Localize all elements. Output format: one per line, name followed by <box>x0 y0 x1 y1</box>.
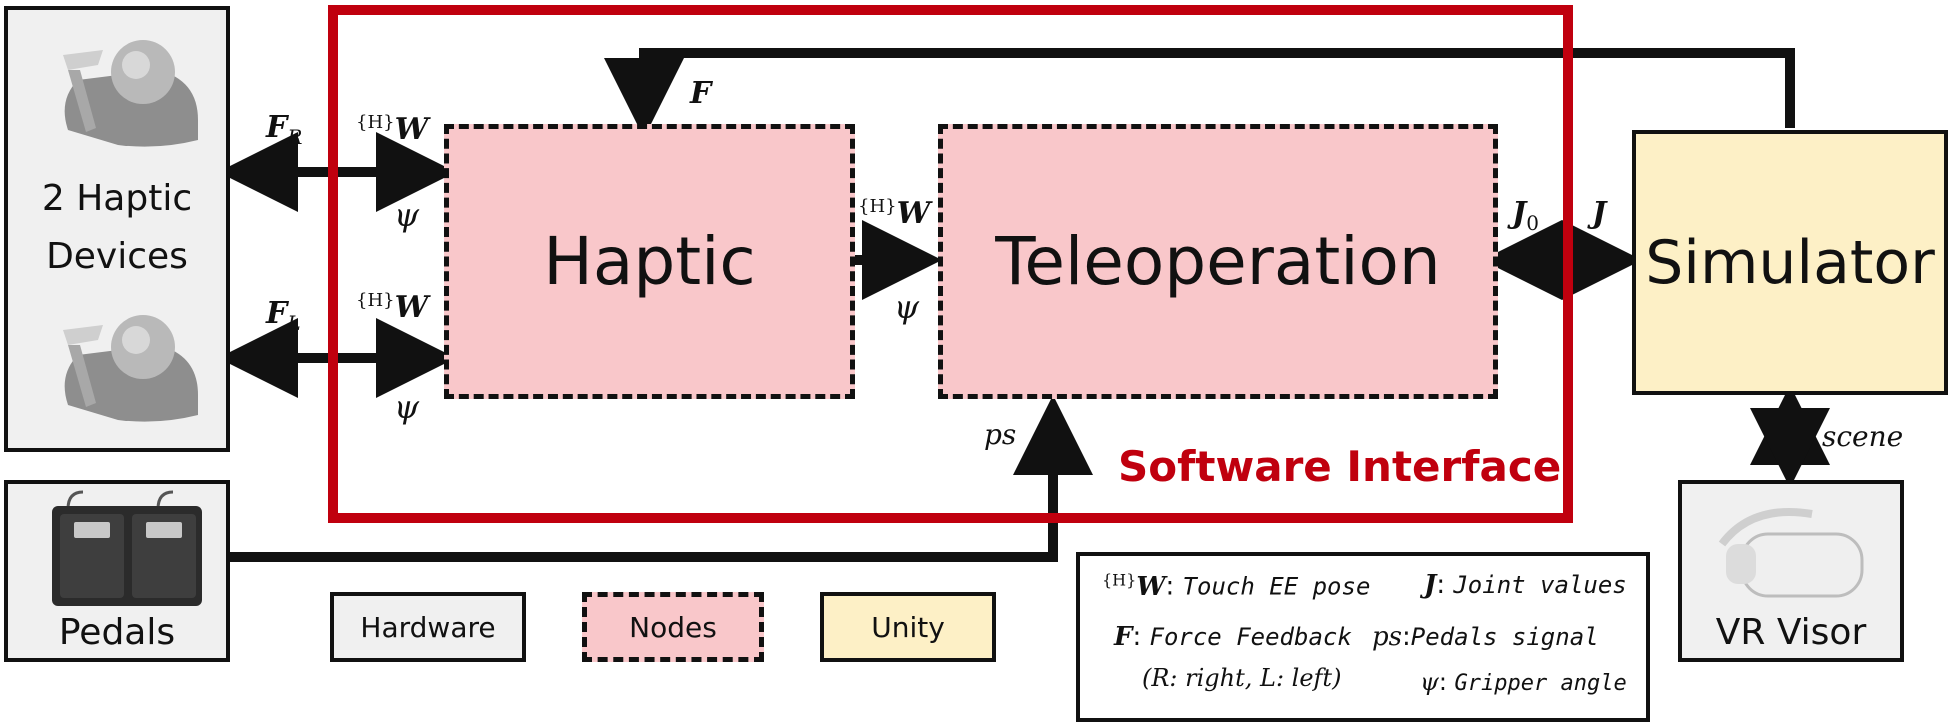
signal-w-right: {H}W <box>356 112 429 147</box>
vr-visor-label: VR Visor <box>1715 612 1867 653</box>
simulator-node-label: Simulator <box>1645 227 1935 298</box>
signal-w-haptic-teleop: {H}W <box>858 196 931 231</box>
legend-w: {H}W: Touch EE pose <box>1102 570 1371 602</box>
pedals-label: Pedals <box>58 612 176 653</box>
key-unity-label: Unity <box>871 610 945 644</box>
legend-psi: ψ: Gripper angle <box>1420 668 1627 696</box>
software-interface-frame <box>328 5 1573 523</box>
signal-f-right: FR <box>266 110 303 149</box>
vr-visor-box[interactable]: VR Visor <box>1678 480 1904 662</box>
legend-f: F: Force Feedback <box>1114 622 1352 652</box>
pedals-box[interactable]: Pedals <box>4 480 230 662</box>
signal-psi-left: ψ <box>394 388 420 426</box>
legend-box: {H}W: Touch EE pose F: Force Feedback (R… <box>1076 552 1650 722</box>
legend-j: J: Joint values <box>1424 570 1627 600</box>
signal-ps: ps <box>984 418 1017 451</box>
haptic-node[interactable]: Haptic <box>444 124 855 399</box>
signal-f-left: FL <box>266 296 301 335</box>
arrow-pedals-to-teleop <box>230 395 1093 562</box>
legend-ps: ps:Pedals signal <box>1372 622 1599 652</box>
key-unity: Unity <box>820 592 996 662</box>
signal-psi-right: ψ <box>394 196 420 234</box>
signal-j: J <box>1592 196 1607 231</box>
haptic-devices-box[interactable]: 2 Haptic Devices <box>4 6 230 452</box>
arrow-force-feedback <box>604 48 1795 138</box>
teleoperation-node-label: Teleoperation <box>995 223 1441 300</box>
pedals-icon <box>52 490 202 606</box>
signal-scene: scene <box>1822 420 1904 453</box>
vr-headset-icon <box>1718 508 1864 598</box>
software-interface-label: Software Interface <box>1118 442 1562 491</box>
signal-w-left: {H}W <box>356 290 429 325</box>
haptic-devices-label-line1: 2 Haptic <box>41 178 193 219</box>
key-nodes: Nodes <box>582 592 764 662</box>
haptic-device-icon <box>63 40 198 422</box>
teleoperation-node[interactable]: Teleoperation <box>938 124 1498 399</box>
key-hardware-label: Hardware <box>360 610 496 644</box>
signal-psi-haptic-teleop: ψ <box>894 288 920 326</box>
haptic-devices-label-line2: Devices <box>46 236 188 277</box>
legend-f-sub: (R: right, L: left) <box>1142 664 1342 692</box>
key-hardware: Hardware <box>330 592 526 662</box>
haptic-node-label: Haptic <box>543 223 756 300</box>
key-nodes-label: Nodes <box>629 610 717 644</box>
signal-f: F <box>690 76 712 111</box>
signal-j0: J0 <box>1512 196 1539 235</box>
simulator-node[interactable]: Simulator <box>1632 130 1948 395</box>
